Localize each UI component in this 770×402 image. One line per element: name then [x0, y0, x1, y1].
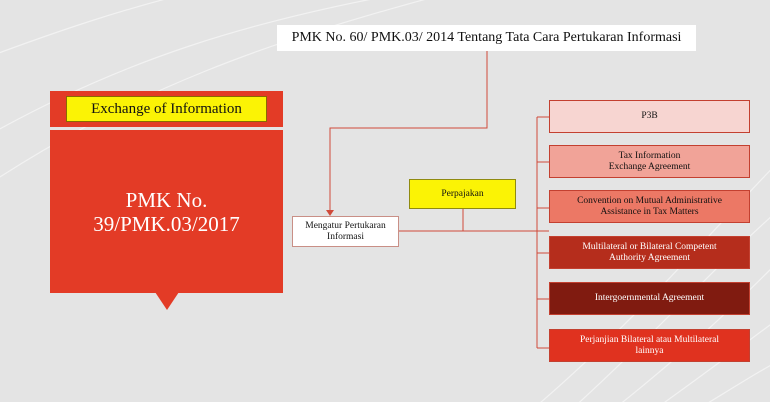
callout-line-2: 39/PMK.03/2017 [93, 211, 240, 236]
item-label-2: lainnya [635, 345, 664, 356]
item-label-2: Authority Agreement [609, 252, 690, 263]
item-label-1: P3B [641, 111, 658, 121]
pmk-39-callout: PMK No. 39/PMK.03/2017 [50, 130, 283, 293]
callout-line-1: PMK No. [125, 187, 208, 212]
item-label-1: Tax Information [618, 150, 681, 161]
item-label-2: Assistance in Tax Matters [600, 206, 699, 217]
perpajakan-node: Perpajakan [409, 179, 516, 209]
pmk-60-title-box: PMK No. 60/ PMK.03/ 2014 Tentang Tata Ca… [277, 25, 696, 51]
arrowhead [326, 210, 334, 216]
node-main-line-2: Informasi [327, 231, 364, 242]
item-label-1: Perjanjian Bilateral atau Multilateral [579, 334, 720, 345]
item-label-1: Convention on Mutual Administrative [577, 195, 722, 206]
connector-lines [329, 51, 549, 349]
exchange-of-information-heading: Exchange of Information [66, 96, 267, 122]
callout-tail [155, 292, 179, 310]
item-iga: Intergoernmental Agreement [549, 282, 750, 315]
item-p3b: P3B [549, 100, 750, 133]
mengatur-pertukaran-node: Mengatur Pertukaran Informasi [292, 216, 399, 247]
item-label-2: Exchange Agreement [608, 161, 691, 172]
item-label-1: Intergoernmental Agreement [594, 293, 705, 303]
node-main-line-1: Mengatur Pertukaran [305, 220, 386, 231]
item-label-1: Multilateral or Bilateral Competent [582, 241, 717, 252]
